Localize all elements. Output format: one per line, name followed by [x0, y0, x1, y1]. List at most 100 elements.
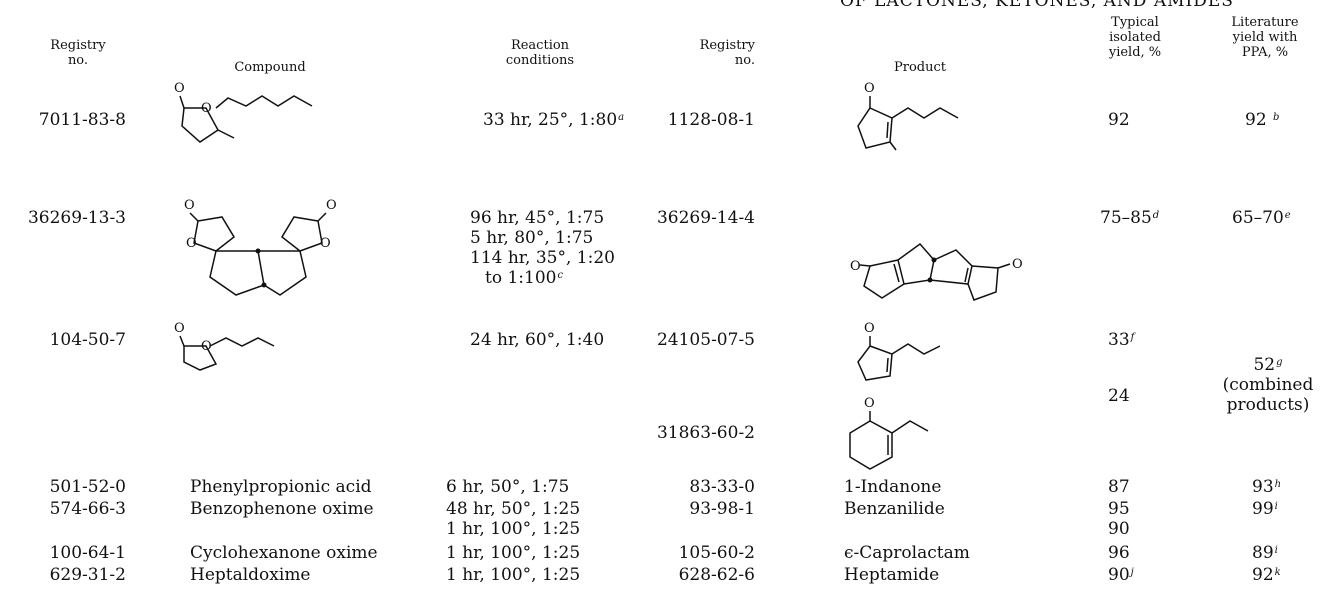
row3-lit-note-2: products) — [1226, 395, 1310, 415]
row2-conditions: 96 hr, 45°, 1:75 5 hr, 80°, 1:75 114 hr,… — [470, 208, 615, 288]
footnote-f: f — [1130, 332, 1135, 343]
row1-lit: 92 b — [1245, 110, 1279, 130]
row1-compound-structure: O O — [174, 81, 313, 143]
row1-conditions: 33 hr, 25°, 1:80a — [483, 110, 624, 130]
row6-conditions: 1 hr, 100°, 1:25 — [446, 543, 581, 563]
row5-lit: 99i — [1252, 499, 1278, 519]
row5-registry: 574-66-3 — [49, 499, 126, 519]
row1-registry: 7011-83-8 — [38, 110, 126, 130]
header-registry-line1: Registry — [50, 38, 106, 53]
footnote-g: g — [1276, 357, 1283, 368]
footnote-c: c — [557, 270, 564, 281]
row3-conditions: 24 hr, 60°, 1:40 — [470, 330, 605, 350]
carbonyl-oxygen-label: O — [850, 259, 861, 274]
header-literature-line1: Literature — [1231, 15, 1299, 30]
header-compound: Compound — [234, 60, 306, 75]
row1-conditions-text: 33 hr, 25°, 1:80 — [483, 110, 618, 130]
row7-yield: 90j — [1108, 565, 1134, 585]
header-literature-line2: yield with — [1232, 30, 1298, 45]
row2-cond-4: to 1:100c — [470, 268, 615, 288]
carbonyl-oxygen-label: O — [864, 321, 875, 336]
carbonyl-oxygen-label: O — [184, 198, 195, 213]
row2-cond-2: 5 hr, 80°, 1:75 — [470, 228, 594, 248]
header-isolated: Typical isolated yield, % — [1085, 15, 1185, 60]
stereocenter-dot — [261, 282, 267, 288]
carbonyl-oxygen-label: O — [864, 81, 875, 96]
row7-registry: 629-31-2 — [49, 565, 126, 585]
carbonyl-oxygen-label: O — [174, 81, 185, 96]
row7-compound: Heptaldoxime — [190, 565, 311, 585]
row2-registry2: 36269-14-4 — [656, 208, 755, 228]
header-registry-line2: no. — [67, 53, 89, 68]
row3-compound-structure: O O — [174, 321, 275, 371]
row1-product-structure: O — [857, 81, 959, 151]
row2-yield: 75–85d — [1100, 208, 1159, 228]
row5-yield-2: 90 — [1108, 519, 1130, 539]
row7-registry2: 628-62-6 — [678, 565, 755, 585]
row2-compound-structure: O O O O — [184, 198, 337, 296]
row1-yield: 92 — [1108, 110, 1130, 130]
row3-product-a-structure: O — [857, 321, 941, 381]
header-product: Product — [894, 60, 946, 75]
row4-conditions: 6 hr, 50°, 1:75 — [446, 477, 570, 497]
ring-oxygen-label: O — [186, 236, 197, 251]
row4-compound: Phenylpropionic acid — [190, 477, 372, 497]
header-conditions-line1: Reaction — [510, 38, 570, 53]
carbonyl-oxygen-label: O — [326, 198, 337, 213]
header-registry: Registry no. — [28, 38, 128, 68]
row3-lit-text: 52 — [1253, 355, 1276, 375]
row3-registry2: 24105-07-5 — [656, 330, 755, 350]
row2-cond-4-text: to 1:100 — [485, 268, 557, 288]
row5-product: Benzanilide — [844, 499, 945, 519]
footnote-h: h — [1274, 479, 1282, 490]
row6-registry: 100-64-1 — [49, 543, 126, 563]
row2-product-structure: O O — [850, 242, 1023, 301]
carbonyl-oxygen-label: O — [1012, 257, 1023, 272]
carbonyl-oxygen-label: O — [174, 321, 185, 336]
row1-registry2: 1128-08-1 — [667, 110, 755, 130]
row2-registry: 36269-13-3 — [27, 208, 126, 228]
footnote-k: k — [1274, 567, 1281, 578]
row5-cond-2: 1 hr, 100°, 1:25 — [446, 519, 581, 539]
footnote-a: a — [618, 112, 625, 123]
row5-conditions: 48 hr, 50°, 1:25 1 hr, 100°, 1:25 — [446, 499, 580, 539]
row6-registry2: 105-60-2 — [678, 543, 755, 563]
header-isolated-line1: Typical — [1111, 15, 1159, 30]
row2-lit-text: 65–70 — [1232, 208, 1284, 228]
footnote-j: j — [1130, 567, 1134, 578]
row2-cond-1: 96 hr, 45°, 1:75 — [470, 208, 605, 228]
row3-lit-note-1: (combined — [1222, 375, 1314, 395]
row5-compound: Benzophenone oxime — [190, 499, 374, 519]
row5-lit-text: 99 — [1252, 499, 1274, 519]
header-literature: Literature yield with PPA, % — [1210, 15, 1320, 60]
row6-lit-text: 89 — [1252, 543, 1274, 563]
row3-yield-text: 33 — [1108, 330, 1130, 350]
row4-lit: 93h — [1252, 477, 1281, 497]
row2-cond-3: 114 hr, 35°, 1:20 — [470, 248, 615, 268]
ring-oxygen-label: O — [320, 236, 331, 251]
header-registry2-line1: Registry — [699, 38, 755, 53]
row4-registry2: 83-33-0 — [689, 477, 755, 497]
row7-product: Heptamide — [844, 565, 940, 585]
row7-lit: 92k — [1252, 565, 1281, 585]
stereocenter-dot — [255, 248, 261, 254]
row5-yield-1: 95 — [1108, 499, 1130, 519]
row3-lit: 52g (combined products) — [1218, 355, 1318, 415]
row7-lit-text: 92 — [1252, 565, 1274, 585]
row5-cond-1: 48 hr, 50°, 1:25 — [446, 499, 581, 519]
header-isolated-line2: isolated — [1109, 30, 1161, 45]
header-conditions-line2: conditions — [505, 53, 575, 68]
row3-registry: 104-50-7 — [49, 330, 126, 350]
row3-yield2: 24 — [1108, 386, 1130, 406]
carbonyl-oxygen-label: O — [864, 396, 875, 411]
header-registry2-line2: no. — [734, 53, 755, 68]
stereocenter-dot — [927, 277, 933, 283]
row4-registry: 501-52-0 — [49, 477, 126, 497]
row4-product: 1-Indanone — [844, 477, 942, 497]
header-conditions: Reaction conditions — [470, 38, 610, 68]
row2-lit: 65–70e — [1232, 208, 1291, 228]
stereocenter-dot — [931, 257, 937, 263]
row6-compound: Cyclohexanone oxime — [190, 543, 378, 563]
row2-yield-text: 75–85 — [1100, 208, 1152, 228]
footnote-d: d — [1152, 210, 1160, 221]
